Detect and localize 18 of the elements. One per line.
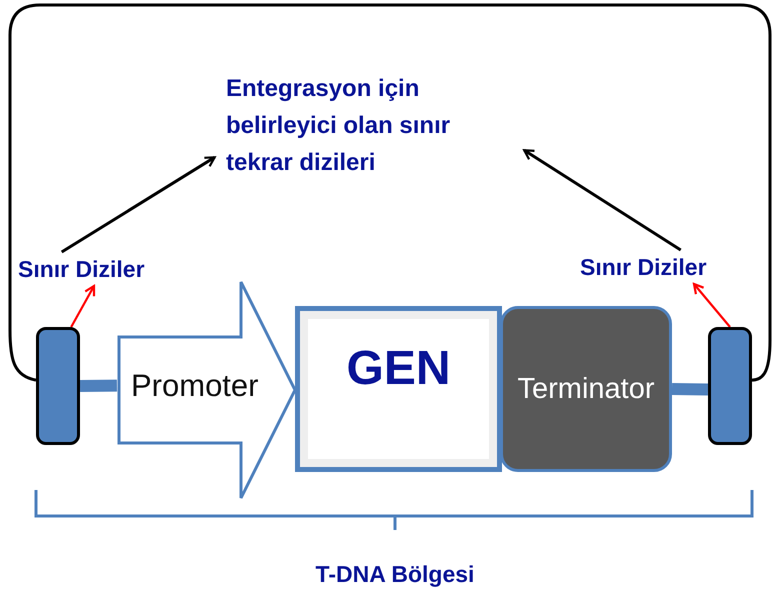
gene-label: GEN — [346, 341, 450, 397]
backbone-line — [80, 380, 118, 392]
backbone-line — [672, 383, 708, 396]
arrow — [60, 156, 216, 254]
border-sequence-block — [708, 327, 752, 445]
annotation-text: Entegrasyon için belirleyici olan sınır tekrar dizileri — [226, 70, 510, 188]
border-sequence-block — [36, 327, 80, 445]
gene-box — [295, 306, 502, 472]
border-label: Sınır Diziler — [580, 250, 770, 284]
arrow — [70, 284, 96, 328]
connector-line — [8, 4, 772, 382]
terminator-label: Terminator — [518, 372, 654, 407]
region-label: T-DNA Bölgesi — [314, 560, 476, 589]
arrow — [523, 148, 682, 252]
terminator-box — [500, 306, 672, 472]
border-label: Sınır Diziler — [18, 252, 208, 286]
promoter-label: Promoter — [131, 368, 258, 404]
arrow — [692, 282, 731, 328]
